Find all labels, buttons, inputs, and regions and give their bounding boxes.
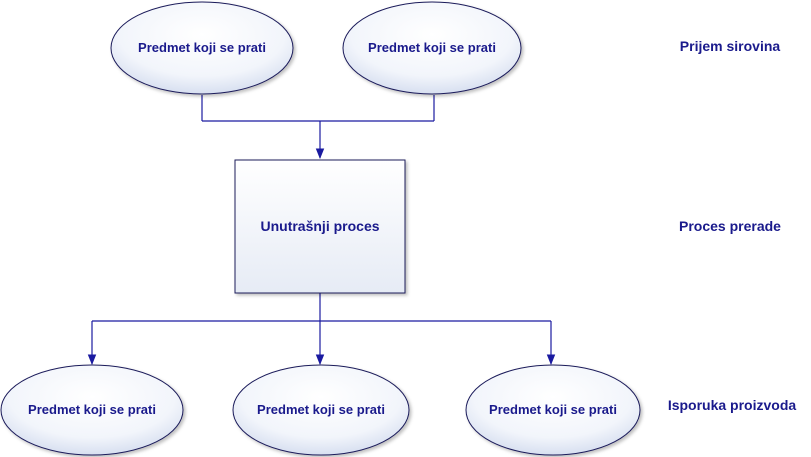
input-node-2: Predmet koji se prati [342, 1, 522, 95]
output-connector [87, 293, 556, 366]
input-node-1: Predmet koji se prati [110, 1, 294, 95]
stage-label-processing: Proces prerade [679, 218, 781, 234]
output-node-1: Predmet koji se prati [0, 364, 184, 456]
process-node: Unutrašnji proces [234, 159, 406, 294]
output-node-2: Predmet koji se prati [232, 364, 410, 456]
output-node-1-label: Predmet koji se prati [28, 402, 156, 417]
stage-label-delivery: Isporuka proizvoda [668, 397, 797, 413]
output-node-3: Predmet koji se prati [465, 364, 641, 456]
process-node-label: Unutrašnji proces [260, 218, 379, 234]
output-node-2-label: Predmet koji se prati [257, 402, 385, 417]
input-node-2-label: Predmet koji se prati [368, 40, 496, 55]
stage-label-intake: Prijem sirovina [680, 38, 781, 54]
input-connector [201, 95, 435, 160]
input-node-1-label: Predmet koji se prati [138, 40, 266, 55]
output-node-3-label: Predmet koji se prati [489, 402, 617, 417]
